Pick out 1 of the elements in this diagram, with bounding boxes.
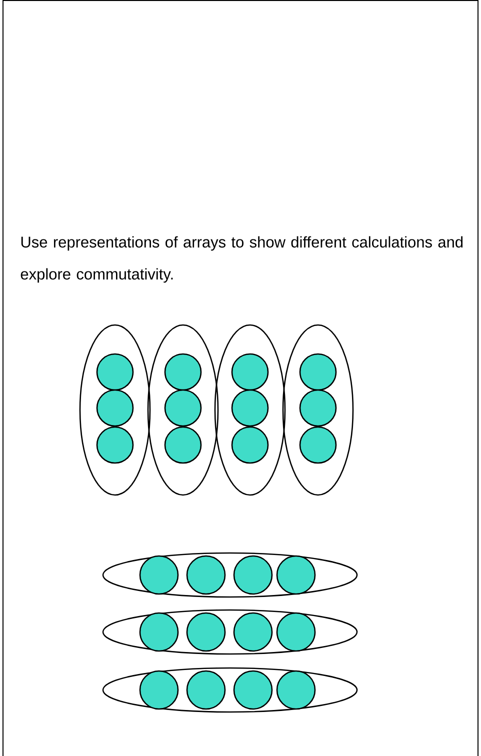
instruction-text: Use representations of arrays to show different calculations and explore commutativity. [20, 236, 463, 283]
